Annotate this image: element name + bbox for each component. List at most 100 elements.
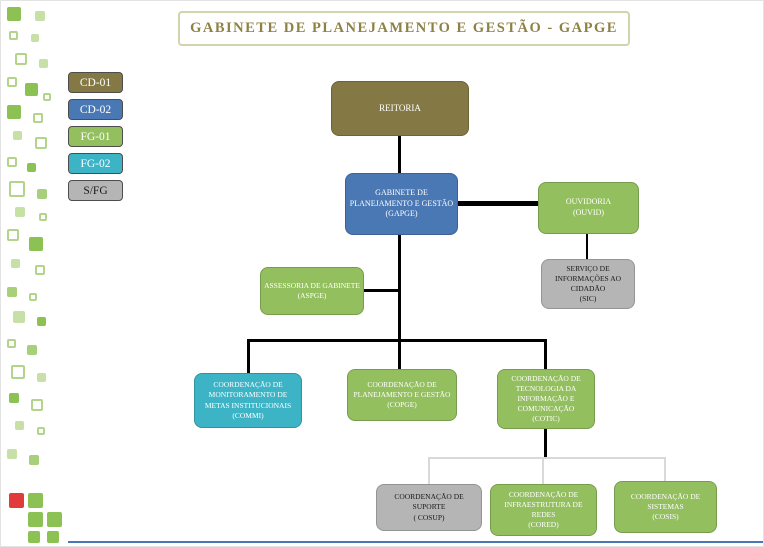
org-node-commi: COORDENAÇÃO DE MONITORAMENTO DE METAS IN… (194, 373, 302, 428)
org-node-name: SERVIÇO DE INFORMAÇÕES AO CIDADÃO (554, 263, 622, 293)
chart-title-box: GABINETE DE PLANEJAMENTO E GESTÃO - GAPG… (178, 11, 630, 46)
decorative-square (33, 113, 43, 123)
org-node-cosis: COORDENAÇÃO DE SISTEMAS (COSIS) (614, 481, 717, 533)
legend-item-cd02: CD-02 (68, 99, 123, 120)
org-node-name: COORDENAÇÃO DE SUPORTE (394, 492, 464, 512)
legend-item-cd01: CD-01 (68, 72, 123, 93)
org-node-acronym: (COPGE) (387, 400, 417, 410)
decorative-square (29, 237, 43, 251)
org-node-name: COORDENAÇÃO DE TECNOLOGIA DA INFORMAÇÃO … (511, 373, 581, 414)
decorative-square (39, 59, 48, 68)
legend-label: FG-02 (80, 157, 111, 170)
decorative-square (31, 34, 39, 42)
legend: CD-01 CD-02 FG-01 FG-02 S/FG (68, 72, 123, 201)
org-node-acronym: (COTIC) (532, 414, 560, 424)
org-node-acronym: (CORED) (528, 520, 559, 530)
decorative-square (35, 265, 45, 275)
decorative-square (7, 229, 19, 241)
decorative-square (31, 399, 43, 411)
org-node-acronym: (GAPGE) (385, 209, 418, 219)
decorative-square (37, 189, 47, 199)
decorative-square (37, 317, 46, 326)
decorative-square (39, 213, 47, 221)
org-node-name: COORDENAÇÃO DE MONITORAMENTO DE METAS IN… (204, 380, 292, 410)
decorative-square (11, 365, 25, 379)
decorative-square (29, 293, 37, 301)
decorative-square (13, 131, 22, 140)
org-node-reitoria: REITORIA (331, 81, 469, 136)
org-node-aspge: ASSESSORIA DE GABINETE (ASPGE) (260, 267, 364, 315)
decorative-square (43, 93, 51, 101)
decorative-square (28, 512, 43, 527)
org-node-name: OUVIDORIA (565, 197, 612, 207)
org-node-name: COORDENAÇÃO DE INFRAESTRUTURA DE REDES (504, 489, 583, 519)
decorative-square (7, 287, 17, 297)
decorative-square (11, 259, 20, 268)
decorative-square (15, 53, 27, 65)
chart-title: GABINETE DE PLANEJAMENTO E GESTÃO - GAPG… (190, 20, 618, 36)
decorative-square (9, 181, 25, 197)
decorative-square (47, 512, 62, 527)
org-node-ouvid: OUVIDORIA (OUVID) (538, 182, 639, 234)
connector-aspge-stem (363, 289, 399, 292)
decorative-square (7, 449, 17, 459)
org-node-acronym: (ASPGE) (297, 291, 327, 300)
decorative-square (9, 393, 19, 403)
org-node-cored: COORDENAÇÃO DE INFRAESTRUTURA DE REDES (… (490, 484, 597, 536)
org-node-acronym: (OUVID) (572, 208, 605, 217)
connector-gapge-ouvid (458, 201, 538, 206)
org-node-acronym: (COMMI) (232, 410, 264, 420)
connector-gapge-stem (398, 235, 401, 369)
connector-drop-cotic (544, 339, 547, 369)
decorative-square (7, 157, 17, 167)
org-node-cosup: COORDENAÇÃO DE SUPORTE ( COSUP) (376, 484, 482, 531)
decorative-square (7, 7, 21, 21)
decorative-square (35, 137, 47, 149)
connector-distributor-bottom (428, 457, 666, 459)
org-node-name: COORDENAÇÃO DE SISTEMAS (630, 491, 701, 511)
decorative-square (7, 339, 16, 348)
legend-label: FG-01 (80, 130, 111, 143)
decorative-square (7, 77, 17, 87)
decorative-square (37, 427, 45, 435)
org-node-name: GABINETE DE PLANEJAMENTO E GESTÃO (349, 187, 454, 208)
decorative-square (35, 11, 45, 21)
org-node-name: COORDENAÇÃO DE PLANEJAMENTO E GESTÃO (353, 379, 451, 399)
connector-drop-cosup (428, 457, 430, 484)
connector-cotic-stem (544, 429, 547, 458)
legend-item-fg01: FG-01 (68, 126, 123, 147)
org-node-copge: COORDENAÇÃO DE PLANEJAMENTO E GESTÃO (CO… (347, 369, 457, 421)
connector-drop-cosis (664, 457, 666, 481)
logo-red-square (9, 493, 24, 508)
footer-rule (68, 541, 763, 543)
connector-reitoria-gapge (398, 136, 401, 173)
decorative-square (9, 31, 18, 40)
decorative-square (29, 455, 39, 465)
decorative-square (27, 163, 36, 172)
decorative-square (47, 531, 59, 543)
org-node-name: ASSESSORIA DE GABINETE (264, 280, 360, 290)
legend-item-fg02: FG-02 (68, 153, 123, 174)
legend-label: CD-01 (79, 76, 112, 89)
connector-drop-commi (247, 339, 250, 373)
decorative-square (37, 373, 46, 382)
org-node-gapge: GABINETE DE PLANEJAMENTO E GESTÃO (GAPGE… (345, 173, 458, 235)
legend-label: S/FG (83, 184, 108, 197)
decorative-square (7, 105, 21, 119)
connector-drop-cored (542, 457, 544, 484)
org-node-sic: SERVIÇO DE INFORMAÇÕES AO CIDADÃO (SIC) (541, 259, 635, 309)
org-node-name: REITORIA (379, 103, 421, 114)
connector-ouvid-sic (586, 234, 588, 259)
org-node-cotic: COORDENAÇÃO DE TECNOLOGIA DA INFORMAÇÃO … (497, 369, 595, 429)
decorative-square (13, 311, 25, 323)
legend-label: CD-02 (79, 103, 112, 116)
decorative-square (15, 207, 25, 217)
legend-item-sfg: S/FG (68, 180, 123, 201)
decorative-square (25, 83, 38, 96)
decorative-square (27, 345, 37, 355)
decorative-square (15, 421, 24, 430)
org-node-acronym: (SIC) (579, 294, 597, 304)
connector-distributor (247, 339, 547, 342)
org-node-acronym: (COSIS) (652, 512, 679, 522)
